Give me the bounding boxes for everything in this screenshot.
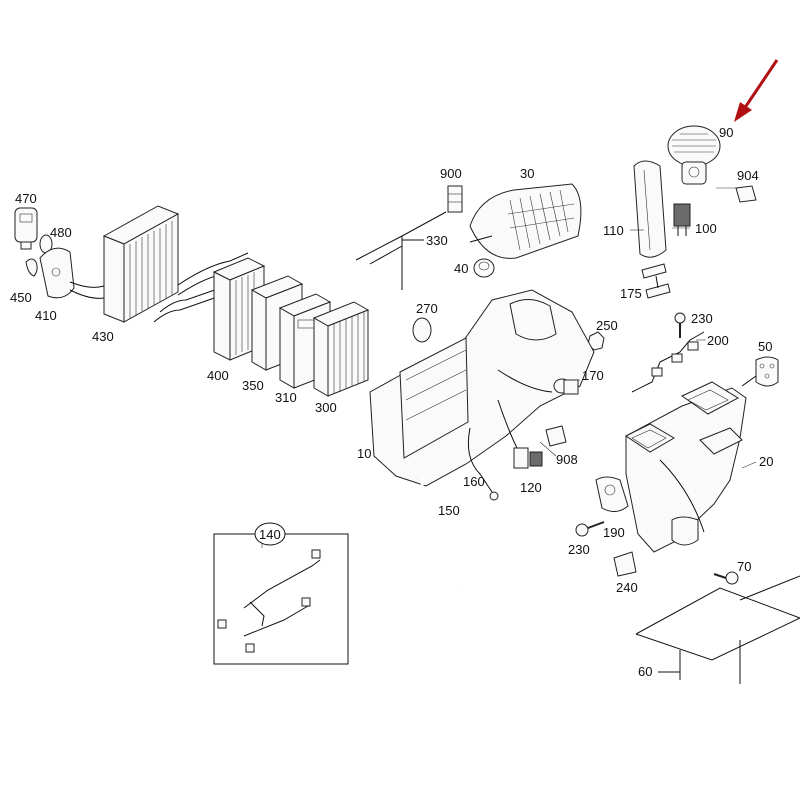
label-150: 150 [438, 503, 460, 518]
label-250: 250 [596, 318, 618, 333]
part-170-actuator [553, 378, 579, 395]
label-190: 190 [603, 525, 625, 540]
part-140-cable-box [213, 533, 349, 665]
part-150-drain-tube [418, 475, 462, 589]
label-90: 90 [719, 125, 733, 140]
label-240: 240 [616, 580, 638, 595]
label-480: 480 [50, 225, 72, 240]
label-20: 20 [759, 454, 773, 469]
part-30-blower-case [469, 183, 582, 259]
part-40-knob [473, 258, 495, 278]
label-200: 200 [707, 333, 729, 348]
label-410: 410 [35, 308, 57, 323]
label-908: 908 [556, 452, 578, 467]
label-310: 310 [275, 390, 297, 405]
label-230-bottom: 230 [568, 542, 590, 557]
part-908-tag [545, 425, 567, 447]
label-60: 60 [638, 664, 652, 679]
label-170: 170 [582, 368, 604, 383]
part-410-block [39, 247, 105, 299]
label-120: 120 [520, 480, 542, 495]
label-900: 900 [440, 166, 462, 181]
indicator-arrow [734, 59, 779, 122]
part-110-duct [633, 160, 667, 258]
part-470-valve [14, 207, 38, 250]
label-400: 400 [207, 368, 229, 383]
label-50: 50 [758, 339, 772, 354]
part-70-screw [713, 571, 739, 585]
part-450-seal [25, 258, 38, 277]
part-10-main-housing [369, 289, 595, 487]
label-470: 470 [15, 191, 37, 206]
part-160-hose [467, 427, 499, 501]
part-20-lower-housing [625, 381, 747, 553]
part-60-base [635, 575, 800, 684]
label-270: 270 [416, 301, 438, 316]
part-190-actuator [595, 476, 629, 512]
label-330: 330 [426, 233, 448, 248]
label-450: 450 [10, 290, 32, 305]
part-labels: 470 480 450 410 430 400 350 310 300 330 … [10, 125, 773, 679]
label-70: 70 [737, 559, 751, 574]
part-300-filter [312, 301, 370, 397]
part-100-resistor [673, 203, 691, 236]
part-330-bracket [355, 211, 447, 290]
label-430: 430 [92, 329, 114, 344]
part-90-blower-motor [667, 125, 721, 185]
label-230-top: 230 [691, 311, 713, 326]
label-300: 300 [315, 400, 337, 415]
part-230-screw-top [674, 312, 686, 338]
label-100: 100 [695, 221, 717, 236]
part-200-harness [631, 331, 705, 393]
part-120-sensor [497, 399, 543, 469]
label-175: 175 [620, 286, 642, 301]
part-270-cap [412, 317, 432, 343]
label-160: 160 [463, 474, 485, 489]
part-140-bubble: 140 [254, 522, 286, 546]
label-140: 140 [259, 527, 281, 542]
part-230-screw-bottom [575, 521, 605, 537]
label-350: 350 [242, 378, 264, 393]
label-30: 30 [520, 166, 534, 181]
part-904-tag [735, 185, 757, 203]
part-900-clip [447, 185, 463, 213]
part-175-clip [641, 263, 671, 299]
label-904: 904 [737, 168, 759, 183]
part-50-flange [741, 356, 779, 387]
part-240-tag [613, 551, 637, 577]
label-110: 110 [603, 223, 624, 238]
label-10: 10 [357, 446, 371, 461]
label-40: 40 [454, 261, 468, 276]
